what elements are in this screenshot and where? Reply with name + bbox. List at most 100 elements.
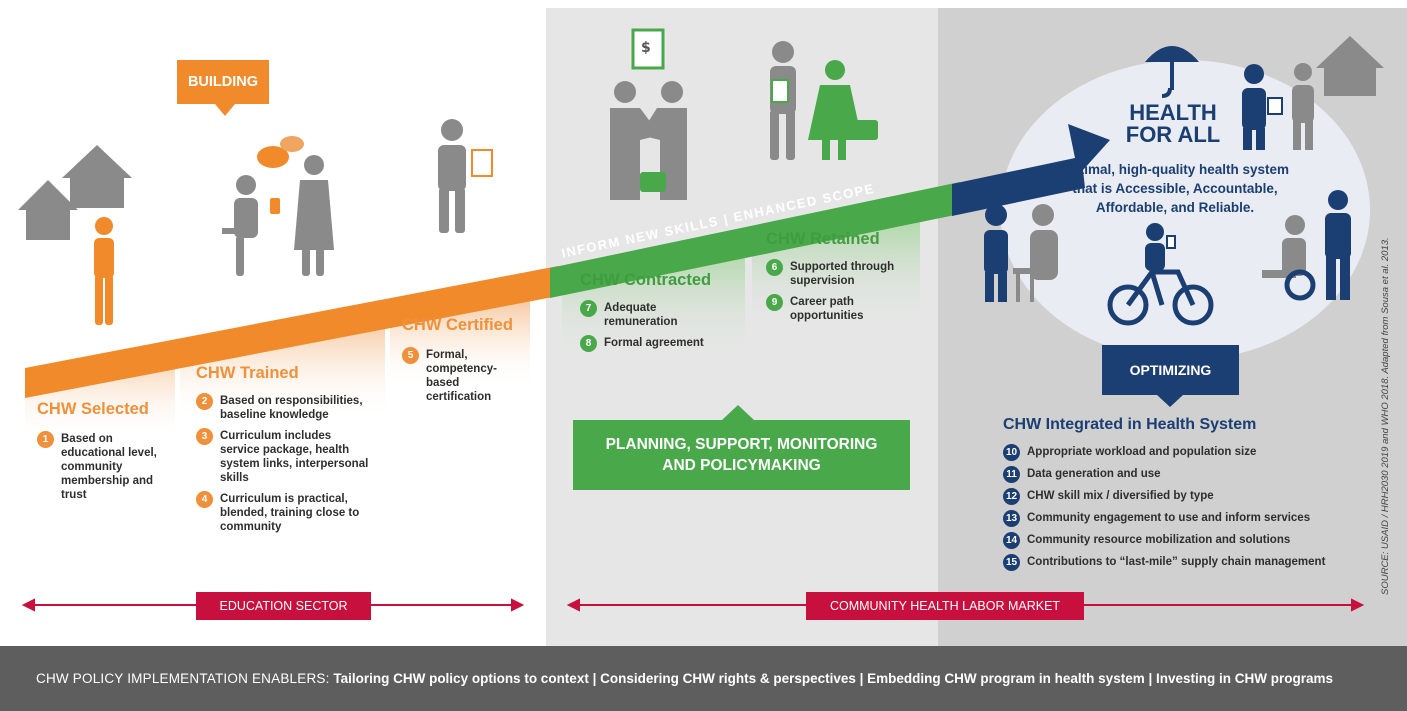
health-check-icon	[984, 204, 1058, 302]
list-item: 6 Supported through supervision	[766, 259, 916, 288]
education-sector-label: EDUCATION SECTOR	[196, 592, 371, 620]
list-item: 7 Adequate remuneration	[580, 300, 730, 329]
item-text: Based on educational level, community me…	[61, 433, 157, 501]
item-text: Community resource mobilization and solu…	[1027, 534, 1291, 546]
building-label-bg	[177, 60, 269, 104]
certified-person-icon	[438, 119, 493, 233]
stage-contracted: CHW Contracted 7 Adequate remuneration 8…	[580, 271, 730, 358]
list-item: 15 Contributions to “last-mile” supply c…	[1003, 554, 1363, 571]
item-number: 15	[1003, 554, 1020, 571]
item-number: 8	[580, 335, 597, 352]
list-item: 4 Curriculum is practical, blended, trai…	[196, 491, 374, 534]
item-text: Based on responsibilities, baseline know…	[220, 395, 363, 421]
list-item: 14 Community resource mobilization and s…	[1003, 532, 1363, 549]
list-item: 12 CHW skill mix / diversified by type	[1003, 488, 1363, 505]
item-text: Data generation and use	[1027, 468, 1161, 480]
stage-retained: CHW Retained 6 Supported through supervi…	[766, 230, 916, 329]
hfa-desc-1: Optimal, high-quality health system	[1060, 162, 1290, 177]
stage-title: CHW Contracted	[580, 271, 712, 289]
speech-bubble-icon	[257, 136, 304, 168]
item-text: Community engagement to use and inform s…	[1027, 512, 1311, 524]
item-text: Formal agreement	[604, 337, 704, 349]
bicycle-icon	[1107, 269, 1214, 326]
list-item: 8 Formal agreement	[580, 335, 730, 352]
list-item: 9 Career path opportunities	[766, 294, 916, 323]
item-text: Contributions to “last-mile” supply chai…	[1027, 556, 1326, 568]
enablers-label: CHW POLICY IMPLEMENTATION ENABLERS:	[36, 671, 330, 686]
hfa-line-1: HEALTH	[1129, 100, 1217, 125]
planning-pointer	[722, 405, 754, 420]
source-note: SOURCE: USAID / HRH2030 2019 and WHO 201…	[1380, 237, 1391, 595]
planning-line-1: PLANNING, SUPPORT, MONITORING	[605, 436, 878, 453]
banner-arrow-navy	[952, 124, 1110, 216]
item-text: Curriculum includes service package, hea…	[220, 430, 369, 484]
planning-box: PLANNING, SUPPORT, MONITORING AND POLICY…	[573, 420, 910, 490]
item-number: 10	[1003, 444, 1020, 461]
house-icon	[18, 145, 132, 240]
item-number: 4	[196, 491, 213, 508]
planning-line-2: AND POLICYMAKING	[662, 457, 821, 474]
health-for-all-description: Optimal, high-quality health system that…	[1020, 160, 1330, 217]
supervision-icon	[770, 41, 878, 160]
hfa-desc-2: that is Accessible, Accountable,	[1072, 181, 1278, 196]
cyclist-icon	[1145, 223, 1176, 271]
list-item: 11 Data generation and use	[1003, 466, 1363, 483]
hfa-line-2: FOR ALL	[1125, 122, 1221, 147]
list-item: 13 Community engagement to use and infor…	[1003, 510, 1363, 527]
svg-text:$: $	[641, 40, 651, 56]
stage-certified: CHW Certified 5 Formal, competency-based…	[402, 316, 527, 410]
banner-green	[550, 182, 960, 298]
enablers-items: Tailoring CHW policy options to context …	[333, 671, 1334, 686]
item-text: Formal, competency-based certification	[426, 349, 497, 403]
banner-orange	[25, 266, 558, 398]
enablers-footer: CHW POLICY IMPLEMENTATION ENABLERS: Tail…	[0, 646, 1407, 711]
item-text: Curriculum is practical, blended, traini…	[220, 493, 360, 533]
item-number: 5	[402, 347, 419, 364]
health-for-all-title: HEALTH FOR ALL	[1108, 102, 1238, 146]
item-text: CHW skill mix / diversified by type	[1027, 490, 1214, 502]
stage-selected: CHW Selected 1 Based on educational leve…	[37, 400, 177, 508]
stage-title: CHW Trained	[196, 364, 299, 382]
umbrella-icon	[1145, 46, 1199, 98]
optimizing-label: OPTIMIZING	[1102, 345, 1239, 395]
stage-title: CHW Certified	[402, 316, 513, 334]
contract-icon: $	[631, 28, 665, 70]
list-item: 2 Based on responsibilities, baseline kn…	[196, 393, 374, 422]
item-number: 7	[580, 300, 597, 317]
stage-title: CHW Selected	[37, 400, 149, 418]
item-text: Career path opportunities	[790, 296, 864, 322]
pharmacist-icon	[1242, 63, 1314, 150]
item-number: 3	[196, 428, 213, 445]
optimizing-pointer	[1157, 395, 1183, 407]
item-number: 11	[1003, 466, 1020, 483]
trainer-trainee-icon	[222, 155, 334, 276]
list-item: 3 Curriculum includes service package, h…	[196, 428, 374, 485]
labor-market-label: COMMUNITY HEALTH LABOR MARKET	[806, 592, 1084, 620]
list-item: 5 Formal, competency-based certification	[402, 347, 527, 404]
house-icon	[1316, 36, 1384, 96]
certificate-icon	[471, 149, 493, 177]
building-pointer	[215, 104, 235, 116]
item-number: 12	[1003, 488, 1020, 505]
medical-kit-icon	[640, 172, 666, 192]
handshake-icon	[610, 81, 687, 200]
item-text: Appropriate workload and population size	[1027, 446, 1257, 458]
item-text: Adequate remuneration	[604, 302, 678, 328]
stage-integrated: CHW Integrated in Health System 10 Appro…	[1003, 416, 1363, 576]
item-number: 9	[766, 294, 783, 311]
diagram-graphics: $	[18, 28, 1384, 612]
item-number: 6	[766, 259, 783, 276]
list-item: 1 Based on educational level, community …	[37, 431, 177, 502]
item-number: 2	[196, 393, 213, 410]
person-icon	[94, 217, 114, 325]
wheelchair-icon	[1262, 190, 1351, 301]
stage-title: CHW Integrated in Health System	[1003, 416, 1257, 433]
tablet-icon	[1166, 235, 1176, 249]
item-number: 13	[1003, 510, 1020, 527]
medical-kit-icon	[852, 120, 878, 140]
hfa-desc-3: Affordable, and Reliable.	[1095, 200, 1255, 215]
stage-title: CHW Retained	[766, 230, 880, 248]
stage-trained: CHW Trained 2 Based on responsibilities,…	[196, 364, 374, 540]
item-text: Supported through supervision	[790, 261, 895, 287]
